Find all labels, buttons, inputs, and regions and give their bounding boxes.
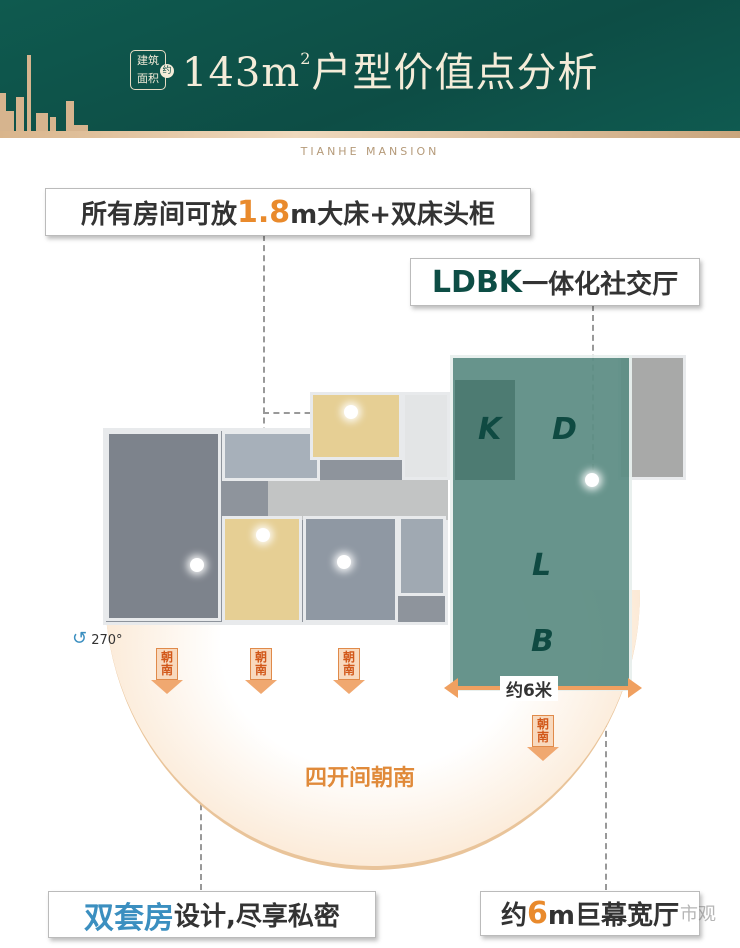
callout-text: m大床+双床头柜 — [290, 199, 496, 230]
callout-highlight: 6 — [527, 896, 548, 931]
highlight-dot — [344, 405, 358, 419]
callout-text: 设计,尽享私密 — [174, 902, 340, 932]
rotation-value: 270° — [91, 633, 123, 648]
dining-letter: D — [552, 412, 577, 447]
bedroom-yellow — [222, 516, 302, 623]
watermark: 市观 — [680, 904, 716, 925]
header-banner — [0, 0, 740, 133]
south-arrow-label: 朝南 — [250, 648, 272, 680]
badge-top: 建筑 — [137, 54, 159, 67]
south-arrow-label: 朝南 — [338, 648, 360, 680]
south-arrow-label: 朝南 — [532, 715, 554, 747]
callout-text: 一体化社交厅 — [522, 269, 679, 300]
gold-divider — [0, 131, 740, 138]
rotation-label: ↺ 270° — [72, 628, 123, 649]
width-label: 约6米 — [500, 676, 558, 701]
area-badge: 建筑面积 — [130, 50, 166, 90]
highlight-dot — [190, 558, 204, 572]
bath-upper — [402, 392, 450, 480]
kitchen-letter: K — [478, 412, 502, 447]
callout-highlight: 1.8 — [236, 194, 291, 230]
master-bedroom — [106, 431, 221, 621]
title-text: 户型价值点分析 — [311, 50, 599, 96]
skyline-icon — [0, 53, 90, 133]
kitchen-counter — [455, 380, 515, 480]
south-arrow: 朝南 — [244, 648, 278, 694]
highlight-dot — [337, 555, 351, 569]
highlight-dot — [256, 528, 270, 542]
corridor — [268, 480, 448, 520]
callout-text: m巨幕宽厅 — [547, 901, 679, 931]
arrow-left-icon — [444, 678, 458, 698]
area-value: 143m — [182, 50, 301, 96]
leader-line — [263, 235, 265, 535]
bedroom-yellow-upper — [310, 392, 402, 460]
bath-second — [398, 516, 446, 596]
bedroom-third — [303, 516, 398, 623]
brand-name: TIANHE MANSION — [300, 145, 440, 158]
south-arrow: 朝南 — [332, 648, 366, 694]
south-label: 四开间朝南 — [305, 766, 416, 791]
callout-highlight: 双套房 — [84, 900, 175, 936]
page-title: 143m2户型价值点分析 — [182, 40, 598, 98]
south-arrow: 朝南 — [526, 715, 560, 761]
balcony-letter: B — [531, 624, 554, 659]
arrow-right-icon — [628, 678, 642, 698]
callout-highlight: LDBK — [431, 264, 523, 300]
callout-suite: 双套房设计,尽享私密 — [48, 891, 376, 938]
badge-bottom: 面积 — [137, 72, 159, 85]
callout-text: 约 — [501, 901, 528, 931]
callout-text: 所有房间可放 — [80, 199, 237, 230]
south-arrow: 朝南 — [150, 648, 184, 694]
highlight-dot — [585, 473, 599, 487]
approx-badge: 约 — [160, 64, 174, 78]
south-arrow-label: 朝南 — [156, 648, 178, 680]
area-sup: 2 — [300, 49, 312, 68]
rotate-icon: ↺ — [72, 628, 88, 649]
ensuite-bath — [222, 431, 320, 481]
living-letter: L — [532, 548, 552, 583]
leader-line — [605, 690, 607, 890]
